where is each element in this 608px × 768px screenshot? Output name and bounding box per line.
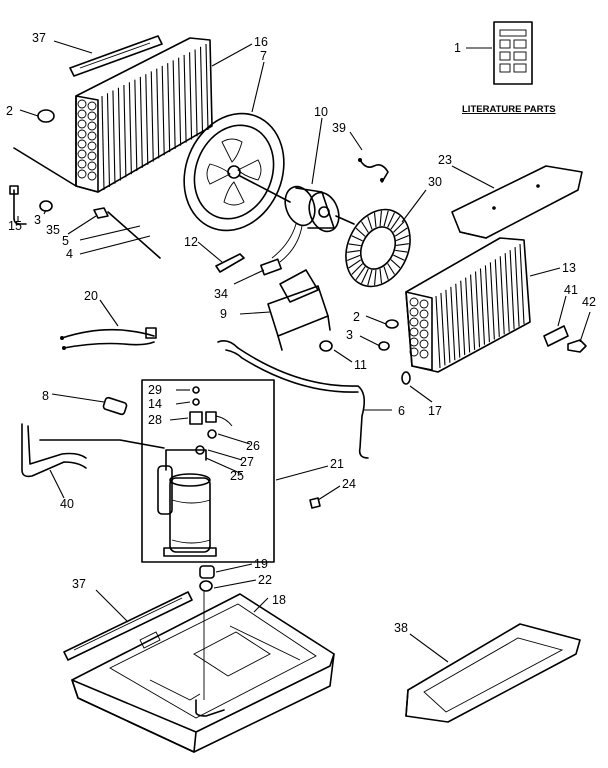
capillary-tube: [9, 147, 77, 225]
callout-12: 12: [184, 235, 198, 249]
mount-grommet: [319, 340, 333, 352]
drain-pan: [405, 623, 581, 723]
callout-28: 28: [148, 413, 162, 427]
callout-39: 39: [332, 121, 346, 135]
callout-1: 1: [454, 41, 461, 55]
callout-27: 27: [240, 455, 254, 469]
arrow-clip: [567, 339, 587, 353]
callout-16: 16: [254, 35, 268, 49]
callout-26: 26: [246, 439, 260, 453]
callout-18: 18: [272, 593, 286, 607]
callout-21: 21: [330, 457, 344, 471]
callout-29: 29: [148, 383, 162, 397]
callout-10: 10: [314, 105, 328, 119]
callout-8: 8: [42, 389, 49, 403]
motor-mount: [267, 269, 331, 351]
callout-37: 37: [32, 31, 46, 45]
callout-3: 3: [346, 328, 353, 342]
drain-heater: [21, 423, 165, 478]
callout-2: 2: [353, 310, 360, 324]
callout-9: 9: [220, 307, 227, 321]
callout-2: 2: [6, 104, 13, 118]
mount-nut: [309, 497, 321, 509]
callout-37: 37: [72, 577, 86, 591]
compressor-mount-parts: [199, 565, 215, 592]
refrigerant-tubing: [217, 340, 369, 459]
grommet-left-2: [37, 109, 55, 123]
grommet-right: [378, 319, 399, 351]
brace-rail-bottom: [63, 591, 193, 661]
compressor-grommet: [102, 396, 128, 416]
motor-clip: [358, 158, 389, 183]
grommet-left-3: [39, 200, 53, 212]
wire-harness: [60, 327, 157, 350]
callout-17: 17: [428, 404, 442, 418]
capacitor-strap: [215, 253, 245, 273]
blower-wheel: [345, 208, 411, 288]
callout-19: 19: [254, 557, 268, 571]
callout-7: 7: [260, 49, 267, 63]
fan-motor: [239, 175, 355, 263]
base-pan: [71, 590, 335, 753]
compressor-assembly-box: [141, 379, 275, 563]
compressor-small-parts: [189, 386, 233, 455]
literature-sheet: [493, 21, 533, 85]
callout-30: 30: [428, 175, 442, 189]
drain-bracket: [543, 325, 569, 347]
callout-25: 25: [230, 469, 244, 483]
callout-13: 13: [562, 261, 576, 275]
callout-35: 35: [46, 223, 60, 237]
callout-42: 42: [582, 295, 596, 309]
callout-4: 4: [66, 247, 73, 261]
callout-3: 3: [34, 213, 41, 227]
callout-15: 15: [8, 219, 22, 233]
thermostat-sensor: [93, 207, 161, 259]
condenser-coil: [405, 237, 531, 373]
callout-11: 11: [354, 358, 367, 372]
o-ring: [401, 371, 411, 385]
terminal-block: [260, 258, 282, 276]
compressor: [157, 449, 217, 557]
callout-34: 34: [214, 287, 228, 301]
callout-23: 23: [438, 153, 452, 167]
callout-5: 5: [62, 234, 69, 248]
evaporator-coil: [75, 37, 213, 193]
fan-shroud: [183, 112, 285, 232]
callout-41: 41: [564, 283, 578, 297]
callout-24: 24: [342, 477, 356, 491]
callout-20: 20: [84, 289, 98, 303]
literature-parts-caption: LITERATURE PARTS: [462, 104, 556, 115]
callout-40: 40: [60, 497, 74, 511]
callout-14: 14: [148, 397, 162, 411]
callout-38: 38: [394, 621, 408, 635]
callout-22: 22: [258, 573, 272, 587]
top-cover: [451, 165, 583, 239]
callout-6: 6: [398, 404, 405, 418]
brace-rail-top: [69, 35, 163, 77]
